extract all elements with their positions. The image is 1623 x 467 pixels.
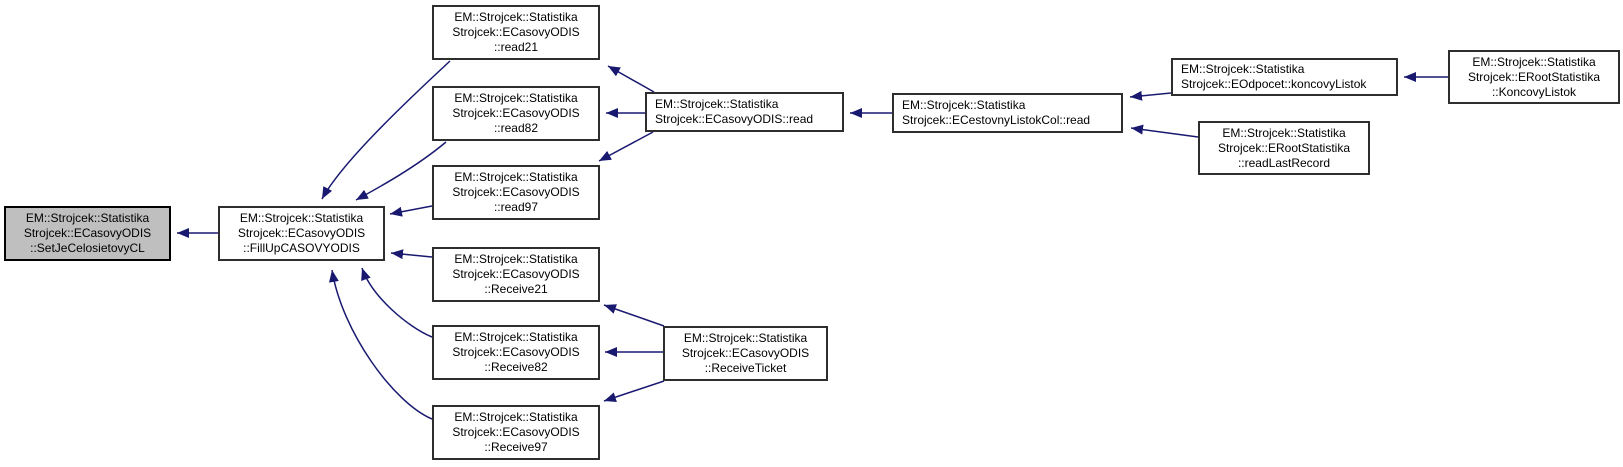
node-label-line: Strojcek::ERootStatistika bbox=[1467, 69, 1601, 84]
node-label-line: ::readLastRecord bbox=[1237, 155, 1331, 170]
node-label-line: ::Receive82 bbox=[484, 360, 548, 374]
node-receive21[interactable]: EM::Strojcek::Statistika Strojcek::ECaso… bbox=[432, 247, 600, 302]
node-label-line: EM::Strojcek::Statistika bbox=[454, 330, 578, 344]
node-label-line: Strojcek::ERootStatistika bbox=[1217, 140, 1351, 155]
node-label-line: Strojcek::ECestovnyListokCol::read bbox=[902, 113, 1091, 127]
node-label-line: EM::Strojcek::Statistika bbox=[1472, 54, 1596, 69]
node-label-line: Strojcek::ECasovyODIS bbox=[681, 346, 810, 360]
node-eodpocet-koncovylistok[interactable]: EM::Strojcek::Statistika Strojcek::EOdpo… bbox=[1171, 58, 1398, 96]
node-label-line: EM::Strojcek::Statistika bbox=[454, 10, 578, 24]
node-label-line: Strojcek::ECasovyODIS bbox=[237, 226, 366, 240]
node-label-line: EM::Strojcek::Statistika bbox=[239, 211, 364, 225]
edge-read82-to-fillupcasovyodis bbox=[355, 141, 447, 201]
node-ecasovyodis-read[interactable]: EM::Strojcek::Statistika Strojcek::ECaso… bbox=[645, 92, 844, 132]
node-label-line: Strojcek::ECasovyODIS bbox=[452, 345, 580, 359]
node-receive82[interactable]: EM::Strojcek::Statistika Strojcek::ECaso… bbox=[432, 325, 600, 380]
node-label-line: Strojcek::ECasovyODIS bbox=[452, 267, 580, 281]
node-label-line: ::Receive97 bbox=[484, 440, 548, 454]
node-label-line: ::FillUpCASOVYODIS bbox=[243, 241, 360, 255]
node-erootstatistika-readlastrecord[interactable]: EM::Strojcek::Statistika Strojcek::ERoot… bbox=[1198, 121, 1370, 175]
node-read82[interactable]: EM::Strojcek::Statistika Strojcek::ECaso… bbox=[432, 86, 600, 141]
node-label-line: EM::Strojcek::Statistika bbox=[25, 211, 150, 225]
node-fillupcasovyodis[interactable]: EM::Strojcek::Statistika Strojcek::ECaso… bbox=[218, 206, 385, 261]
node-label-line: EM::Strojcek::Statistika bbox=[1181, 62, 1305, 76]
edge-receiveticket-to-receive21 bbox=[603, 304, 665, 327]
node-read97[interactable]: EM::Strojcek::Statistika Strojcek::ECaso… bbox=[432, 165, 600, 220]
edge-receive82-to-fillupcasovyodis bbox=[361, 267, 433, 338]
edge-read21-to-fillupcasovyodis bbox=[321, 60, 451, 200]
node-label-line: EM::Strojcek::Statistika bbox=[454, 252, 578, 266]
node-setjecelosietovycl: EM::Strojcek::Statistika Strojcek::ECaso… bbox=[4, 206, 171, 261]
node-label-line: Strojcek::ECasovyODIS bbox=[452, 25, 580, 39]
edge-ecasovyodisread-to-read21 bbox=[607, 65, 655, 93]
edge-read97-to-fillupcasovyodis bbox=[389, 205, 433, 217]
node-read21[interactable]: EM::Strojcek::Statistika Strojcek::ECaso… bbox=[432, 5, 600, 60]
node-label-line: ::ReceiveTicket bbox=[704, 361, 787, 375]
node-receive97[interactable]: EM::Strojcek::Statistika Strojcek::ECaso… bbox=[432, 405, 600, 460]
node-ecestovnylistokcol-read[interactable]: EM::Strojcek::Statistika Strojcek::ECest… bbox=[892, 93, 1123, 133]
node-label-line: ::read97 bbox=[493, 200, 539, 214]
node-label-line: Strojcek::ECasovyODIS bbox=[452, 106, 580, 120]
node-label-line: EM::Strojcek::Statistika bbox=[683, 331, 808, 345]
node-label-line: ::KoncovyListok bbox=[1491, 84, 1577, 99]
edge-receive97-to-fillupcasovyodis bbox=[328, 269, 433, 420]
edge-receiveticket-to-receive97 bbox=[603, 380, 665, 402]
node-label-line: EM::Strojcek::Statistika bbox=[454, 410, 578, 424]
node-label-line: EM::Strojcek::Statistika bbox=[655, 97, 779, 111]
node-label-line: ::read21 bbox=[493, 40, 539, 54]
node-label-line: ::Receive21 bbox=[484, 282, 548, 296]
node-label-line: ::SetJeCelosietovyCL bbox=[30, 241, 145, 255]
node-label-line: EM::Strojcek::Statistika bbox=[454, 91, 578, 105]
edge-koncovylistok-to-ecestovnylistokcolread bbox=[1129, 90, 1172, 101]
edge-readlastrecord-to-ecestovnylistokcolread bbox=[1130, 124, 1199, 138]
node-label-line: Strojcek::ECasovyODIS::read bbox=[655, 112, 814, 126]
node-label-line: Strojcek::ECasovyODIS bbox=[452, 425, 580, 439]
node-label-line: EM::Strojcek::Statistika bbox=[902, 98, 1026, 112]
edge-receive21-to-fillupcasovyodis bbox=[390, 249, 433, 260]
node-label-line: Strojcek::EOdpocet::koncovyListok bbox=[1181, 77, 1367, 91]
node-label-line: Strojcek::ECasovyODIS bbox=[452, 185, 580, 199]
node-erootstatistika-koncovylistok[interactable]: EM::Strojcek::Statistika Strojcek::ERoot… bbox=[1448, 50, 1620, 104]
node-label-line: Strojcek::ECasovyODIS bbox=[23, 226, 152, 240]
node-receiveticket[interactable]: EM::Strojcek::Statistika Strojcek::ECaso… bbox=[663, 326, 828, 381]
node-label-line: EM::Strojcek::Statistika bbox=[1222, 125, 1346, 140]
node-label-line: EM::Strojcek::Statistika bbox=[454, 170, 578, 184]
edge-ecasovyodisread-to-read97 bbox=[598, 131, 654, 162]
node-label-line: ::read82 bbox=[493, 121, 539, 135]
